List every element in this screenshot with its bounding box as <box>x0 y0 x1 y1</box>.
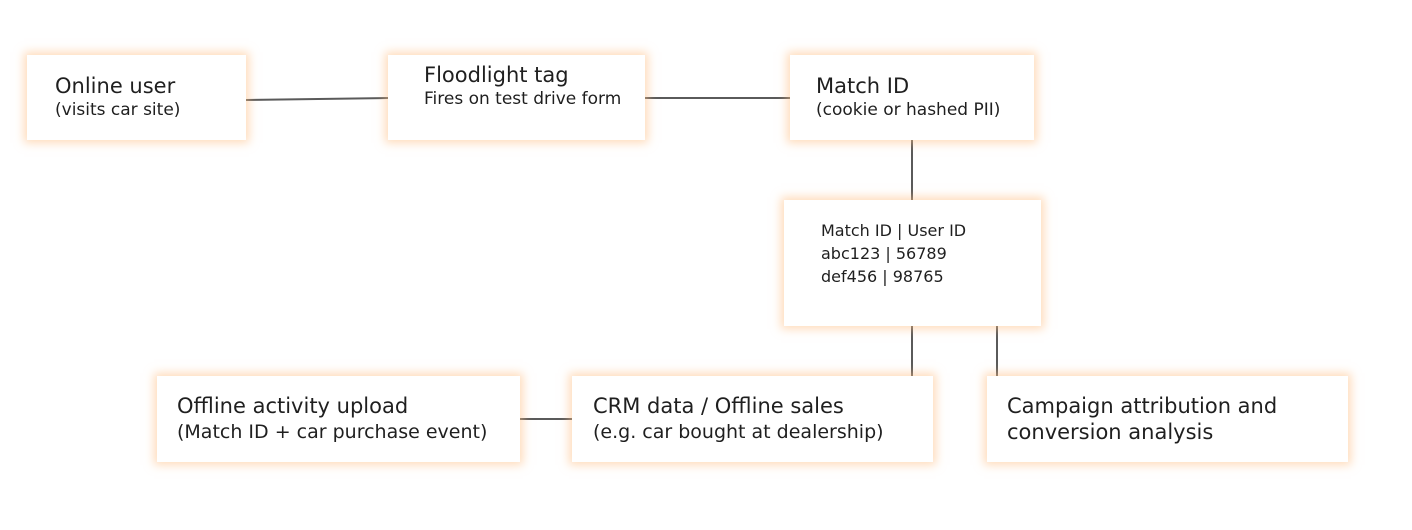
node-subtitle: (Match ID + car purchase event) <box>177 421 488 443</box>
node-crm-data: CRM data / Offline sales (e.g. car bough… <box>572 376 933 462</box>
node-subtitle: (cookie or hashed PII) <box>816 100 1001 120</box>
node-title: Floodlight tag <box>424 63 569 87</box>
node-online-user: Online user (visits car site) <box>27 55 246 140</box>
node-title: Campaign attribution and conversion anal… <box>1007 394 1278 444</box>
node-match-table: Match ID | User ID abc123 | 56789 def456… <box>784 200 1041 326</box>
node-title: Offline activity upload <box>177 394 409 418</box>
node-subtitle: (e.g. car bought at dealership) <box>593 421 884 443</box>
node-floodlight-tag: Floodlight tag Fires on test drive form <box>388 55 645 140</box>
node-title: Online user <box>55 74 176 98</box>
match-table-header: Match ID | User ID <box>821 221 967 240</box>
connector-online-user-to-floodlight <box>245 97 389 101</box>
match-table-row: abc123 | 56789 <box>821 244 947 263</box>
node-offline-upload: Offline activity upload (Match ID + car … <box>157 376 520 462</box>
node-campaign-attribution: Campaign attribution and conversion anal… <box>987 376 1348 462</box>
node-subtitle: Fires on test drive form <box>424 89 622 109</box>
node-title: CRM data / Offline sales <box>593 394 844 418</box>
node-title: Match ID <box>816 74 910 98</box>
node-match-id: Match ID (cookie or hashed PII) <box>790 55 1034 140</box>
node-subtitle: (visits car site) <box>55 100 181 120</box>
match-table-row: def456 | 98765 <box>821 267 944 286</box>
